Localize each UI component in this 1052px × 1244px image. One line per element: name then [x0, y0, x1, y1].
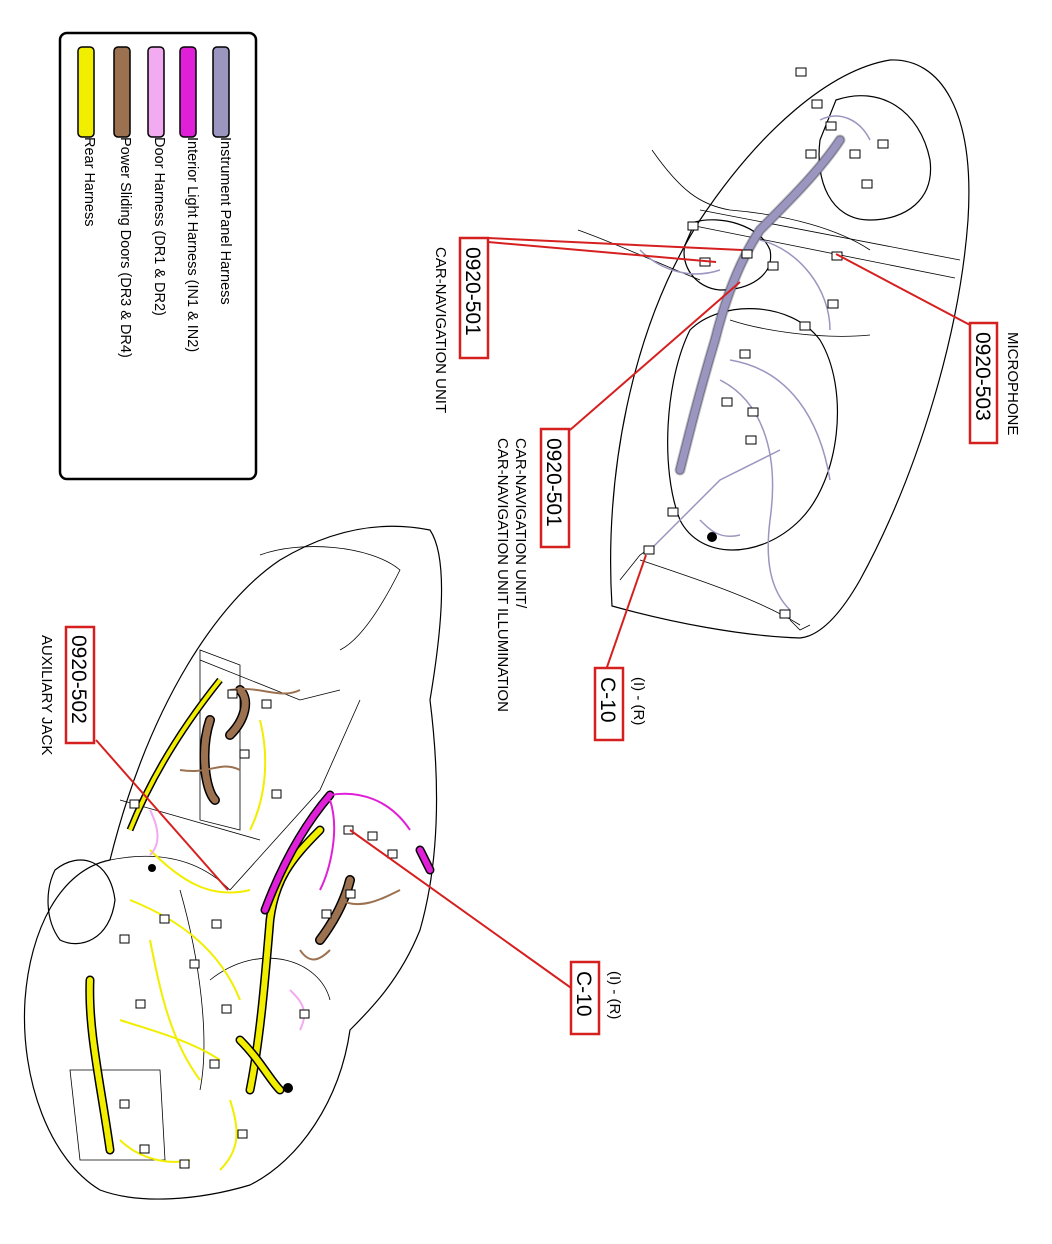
nav-illum-label-line1: CAR-NAVIGATION UNIT/	[512, 438, 529, 609]
c10-lower-code: C-10	[572, 971, 595, 1017]
legend-swatch-door	[147, 46, 165, 138]
c10-lower-label: (I) - (R)	[606, 971, 623, 1019]
leader-c10-lower	[349, 829, 575, 991]
callout-c10-upper: C-10 (I) - (R)	[593, 666, 647, 742]
leader-nav-unit-a	[487, 241, 717, 263]
callout-aux-jack: 0920-502 AUXILIARY JACK	[38, 625, 96, 755]
instrument-panel-illustration	[487, 59, 971, 671]
body-connectors	[119, 689, 398, 1169]
c10-upper-label: (I) - (R)	[630, 677, 647, 725]
leader-aux-jack	[95, 739, 229, 891]
vehicle-body-illustration	[23, 525, 575, 1200]
aux-jack-label: AUXILIARY JACK	[38, 635, 55, 755]
nav-illum-label-line2: CAR-NAVIGATION UNIT ILLUMINATION	[494, 438, 511, 712]
legend-label-power-sliding-doors: Power Sliding Doors (DR3 & DR4)	[117, 137, 133, 358]
leader-nav-unit-b	[487, 237, 743, 251]
c10-upper-code: C-10	[596, 677, 619, 723]
leader-nav-unit-illum	[569, 281, 741, 431]
nav-illum-code-box	[539, 427, 571, 549]
microphone-label: MICROPHONE	[1004, 332, 1021, 435]
nav-unit-label: CAR-NAVIGATION UNIT	[432, 247, 449, 413]
legend-label-rear: Rear Harness	[81, 137, 97, 226]
aux-jack-code: 0920-502	[67, 635, 90, 724]
microphone-code: 0920-503	[971, 332, 994, 421]
nav-unit-code: 0920-501	[461, 247, 484, 336]
legend-frame	[58, 31, 258, 481]
legend-label-door: Door Harness (DR1 & DR2)	[151, 137, 167, 316]
callout-c10-lower: C-10 (I) - (R)	[569, 960, 623, 1036]
legend-swatch-instrument-panel	[212, 46, 230, 138]
c10-upper-code-box	[593, 666, 625, 742]
leader-c10-upper	[605, 554, 647, 671]
ip-connectors	[643, 67, 889, 619]
leader-microphone	[835, 253, 971, 326]
legend-swatch-power-sliding-doors	[113, 46, 131, 138]
c10-lower-code-box	[569, 960, 601, 1036]
microphone-code-box	[968, 321, 999, 445]
legend-label-interior-light: Interior Light Harness (IN1 & IN2)	[184, 137, 200, 352]
callout-nav-unit: 0920-501 CAR-NAVIGATION UNIT	[432, 236, 490, 413]
legend-label-instrument-panel: Instrument Panel Harness	[217, 137, 233, 305]
legend-swatch-interior-light	[179, 46, 197, 138]
callout-nav-unit-illumination: 0920-501 CAR-NAVIGATION UNIT/ CAR-NAVIGA…	[494, 427, 571, 712]
legend-swatch-rear	[77, 46, 95, 138]
aux-jack-code-box	[64, 625, 96, 745]
callout-microphone: 0920-503 MICROPHONE	[968, 321, 1021, 445]
legend: Instrument Panel Harness Interior Light …	[58, 31, 258, 481]
nav-illum-code: 0920-501	[542, 438, 565, 527]
nav-unit-code-box	[458, 236, 490, 360]
